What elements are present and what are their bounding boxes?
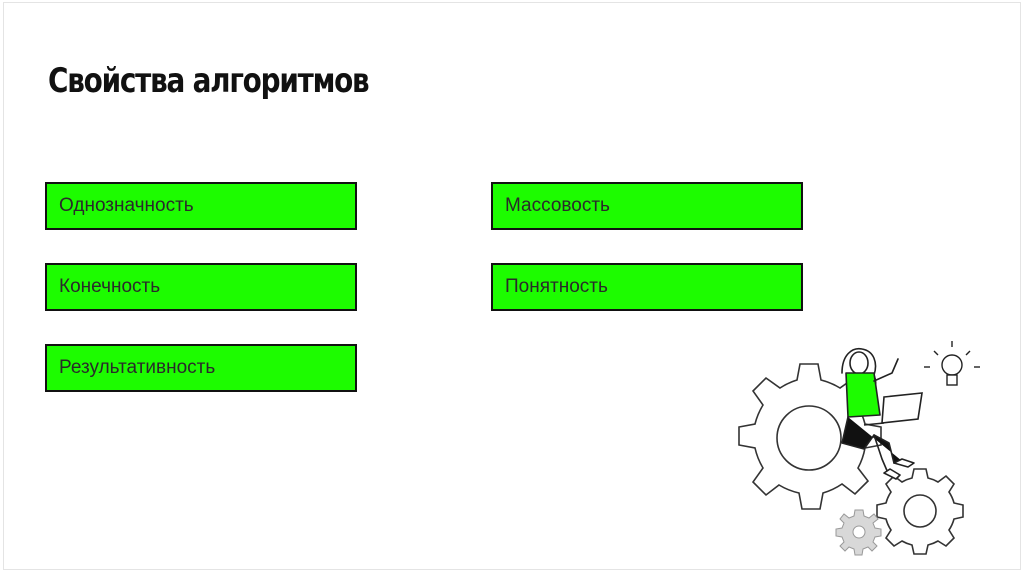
slide: Свойства алгоритмов Однозначность Массов… <box>3 2 1021 570</box>
person-figure <box>841 347 915 480</box>
laptop-icon <box>863 392 923 426</box>
property-box-finiteness[interactable]: Конечность <box>45 263 357 311</box>
illustration <box>738 341 980 556</box>
lightbulb-icon <box>924 341 980 386</box>
property-box-unambiguity[interactable]: Однозначность <box>45 182 357 230</box>
gear-icon <box>876 468 964 555</box>
gear-icon <box>835 509 882 556</box>
property-box-comprehensibility[interactable]: Понятность <box>491 263 803 311</box>
gear-icon <box>738 363 882 510</box>
slide-title: Свойства алгоритмов <box>48 61 370 101</box>
property-box-mass-character[interactable]: Массовость <box>491 182 803 230</box>
property-box-effectiveness[interactable]: Результативность <box>45 344 357 392</box>
